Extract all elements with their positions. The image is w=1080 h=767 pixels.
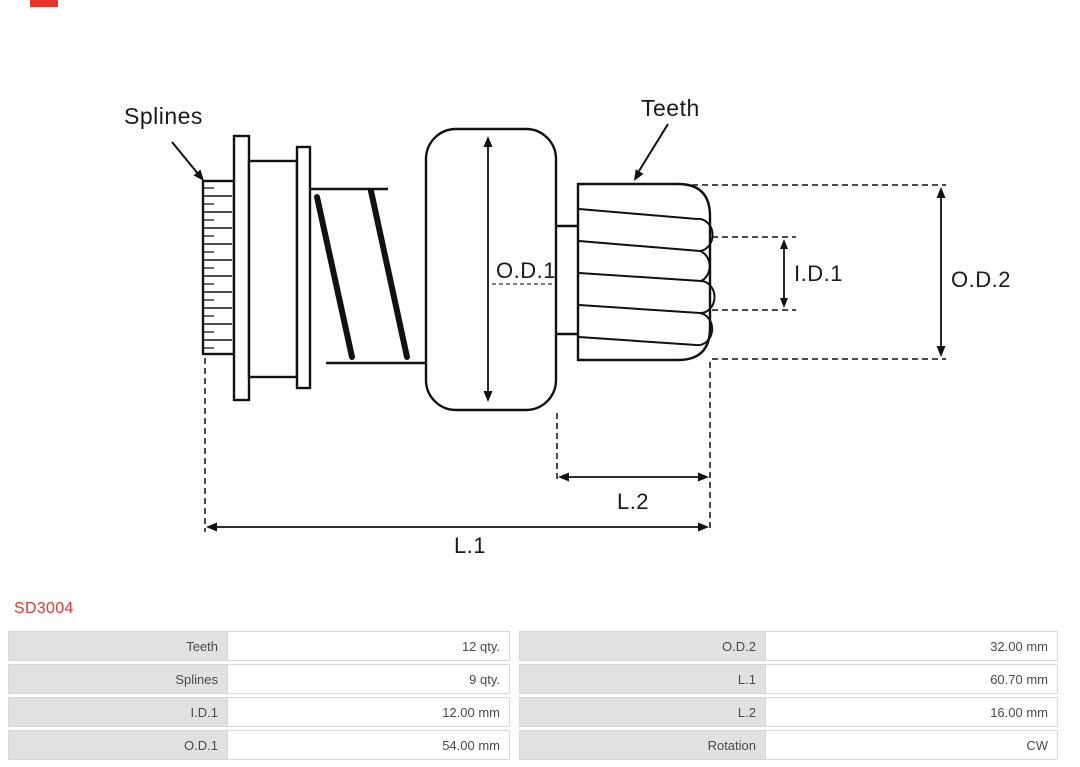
flange-washers <box>232 134 312 402</box>
dimension-id1: I.D.1 <box>780 239 843 308</box>
spec-label: O.D.1 <box>8 730 228 760</box>
dimension-od2: O.D.2 <box>936 187 1011 357</box>
spec-row-teeth: Teeth 12 qty. <box>8 631 510 661</box>
spec-row-od2: O.D.2 32.00 mm <box>519 631 1058 661</box>
spec-value: 12.00 mm <box>228 697 510 727</box>
spec-row-od1: O.D.1 54.00 mm <box>8 730 510 760</box>
pinion-gear <box>556 182 716 362</box>
drive-spring <box>310 187 430 365</box>
specs-column-left: Teeth 12 qty. Splines 9 qty. I.D.1 12.00… <box>8 631 510 760</box>
spec-row-id1: I.D.1 12.00 mm <box>8 697 510 727</box>
spec-row-splines: Splines 9 qty. <box>8 664 510 694</box>
specs-column-right: O.D.2 32.00 mm L.1 60.70 mm L.2 16.00 mm… <box>519 631 1058 760</box>
splines-arrowhead <box>193 169 204 181</box>
label-splines: Splines <box>124 103 203 129</box>
label-od1: O.D.1 <box>496 258 556 283</box>
splined-shaft <box>201 179 236 356</box>
spec-value: 16.00 mm <box>766 697 1058 727</box>
label-l2: L.2 <box>617 489 649 514</box>
spec-label: L.2 <box>519 697 766 727</box>
gear-tooth-tips <box>695 217 716 347</box>
dimension-od1: O.D.1 <box>483 136 556 402</box>
label-teeth: Teeth <box>641 95 700 121</box>
spec-value: CW <box>766 730 1058 760</box>
label-l1: L.1 <box>454 533 486 558</box>
spec-label: L.1 <box>519 664 766 694</box>
callout-teeth: Teeth <box>634 95 700 181</box>
spec-label: I.D.1 <box>8 697 228 727</box>
spec-value: 12 qty. <box>228 631 510 661</box>
hub-cylinder <box>247 159 299 379</box>
spec-value: 60.70 mm <box>766 664 1058 694</box>
spec-label: Splines <box>8 664 228 694</box>
dimension-l2: L.2 <box>558 472 709 514</box>
spec-label: Teeth <box>8 631 228 661</box>
washer-disc-2 <box>295 145 312 390</box>
dimension-l1: L.1 <box>206 522 709 558</box>
spec-value: 9 qty. <box>228 664 510 694</box>
spec-value: 32.00 mm <box>766 631 1058 661</box>
teeth-arrowhead <box>634 169 644 181</box>
label-od2: O.D.2 <box>951 267 1011 292</box>
clutch-body <box>424 127 558 412</box>
brand-logo-fragment <box>30 0 58 7</box>
spec-label: O.D.2 <box>519 631 766 661</box>
spline-knurl <box>204 187 214 349</box>
label-id1: I.D.1 <box>794 261 843 286</box>
extension-lines <box>204 184 946 532</box>
specs-table: Teeth 12 qty. Splines 9 qty. I.D.1 12.00… <box>8 631 1058 760</box>
spec-row-rotation: Rotation CW <box>519 730 1058 760</box>
gear-tooth-lines <box>578 208 702 346</box>
spec-value: 54.00 mm <box>228 730 510 760</box>
washer-disc-1 <box>232 134 251 402</box>
spec-row-l1: L.1 60.70 mm <box>519 664 1058 694</box>
callout-splines: Splines <box>124 103 204 181</box>
spec-row-l2: L.2 16.00 mm <box>519 697 1058 727</box>
part-number: SD3004 <box>14 600 74 617</box>
spline-hatch <box>204 195 232 341</box>
starter-drive-diagram: O.D.1 O.D.2 I.D.1 L.2 L.1 <box>124 95 1011 558</box>
spec-label: Rotation <box>519 730 766 760</box>
